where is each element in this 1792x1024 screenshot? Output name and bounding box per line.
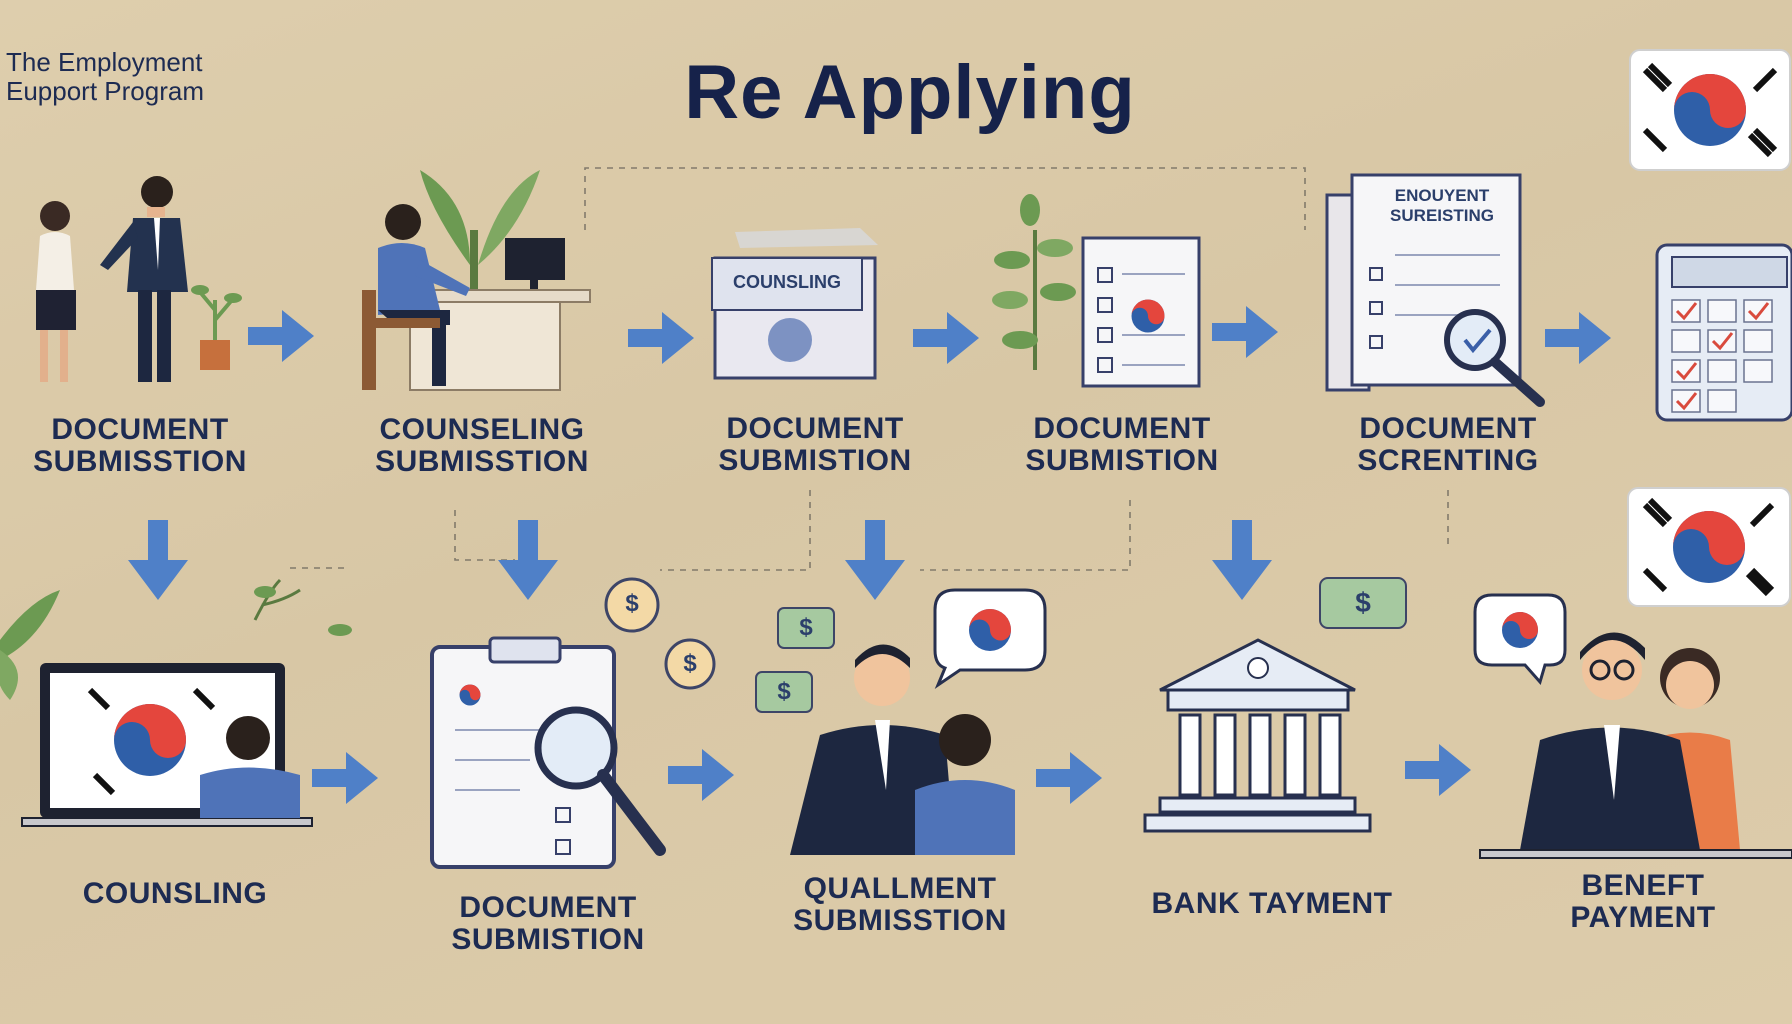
dashed-connectors: [290, 167, 1449, 571]
benefit-couple-illustration: [1473, 593, 1792, 859]
clipboard-icon: [430, 636, 666, 869]
step-label-line2: SUBMISTION: [718, 444, 912, 478]
coin-symbol: $: [1355, 587, 1371, 618]
coin-symbol: $: [799, 614, 813, 641]
counseling-folder-illustration: [711, 228, 878, 380]
step-label: DOCUMENT SUBMISTION: [972, 412, 1272, 478]
program-name-line2: Eupport Program: [6, 75, 204, 106]
screening-doc-title-line1: ENOUYENT: [1394, 186, 1490, 205]
korea-flag-icon: [1629, 49, 1791, 171]
step-label-line2: SUBMISSTION: [375, 445, 589, 479]
coin-symbol: $: [777, 678, 791, 705]
plant-and-document-illustration: [992, 194, 1201, 388]
step-label-line1: DOCUMENT: [1359, 412, 1537, 445]
screening-document-illustration: [1325, 173, 1545, 407]
consultant-meeting-illustration: [790, 588, 1047, 855]
laptop-icon: [0, 578, 352, 827]
step-label-line1: DOCUMENT: [726, 412, 904, 445]
step-label-line1: COUNSELING: [379, 413, 585, 446]
step-label-line1: DOCUMENT: [1033, 412, 1211, 445]
step-label-line2: SCRENTING: [1357, 444, 1539, 478]
step-label: COUNSELING SUBMISSTION: [332, 413, 632, 479]
program-name-line1: The Employment: [6, 47, 203, 77]
step-label-line1: DOCUMENT: [459, 891, 637, 924]
step-label: DOCUMENT SUBMISTION: [665, 412, 965, 478]
step-label-line1: BENEFT: [1581, 869, 1705, 902]
step-label-line1: DOCUMENT: [51, 413, 229, 446]
screening-doc-title: ENOUYENT SUREISTING: [1372, 186, 1512, 227]
coin-symbol: $: [683, 650, 697, 677]
step-label-line1: QUALLMENT: [803, 872, 997, 905]
step-label-line2: SUBMISTION: [451, 923, 645, 957]
step-label: COUNSLING: [25, 877, 325, 910]
calculator-icon: [1655, 243, 1792, 422]
person-at-desk-illustration: [362, 170, 591, 391]
step-label-line2: SUBMISSTION: [33, 445, 247, 479]
korea-flag-icon: [1627, 487, 1791, 607]
people-handshake-illustration: [36, 176, 242, 382]
step-label: DOCUMENT SUBMISSTION: [0, 413, 290, 479]
step-label-line1: BANK TAYMENT: [1151, 887, 1393, 920]
counseling-folder-label: COUNSLING: [733, 272, 841, 292]
bank-icon: [1143, 638, 1372, 833]
step-label: DOCUMENT SCRENTING: [1298, 412, 1598, 478]
step-label-line2: SUBMISTION: [1025, 444, 1219, 478]
program-name: The Employment Eupport Program: [6, 48, 204, 105]
step-label-line2: SUBMISSTION: [793, 904, 1007, 938]
page-title: Re Applying: [684, 50, 1136, 135]
step-label-line2: PAYMENT: [1570, 901, 1716, 935]
coin-symbol: $: [625, 590, 639, 617]
step-label: DOCUMENT SUBMISTION: [398, 891, 698, 957]
screening-doc-title-line2: SUREISTING: [1390, 206, 1494, 226]
step-label: BANK TAYMENT: [1122, 887, 1422, 920]
step-label: QUALLMENT SUBMISSTION: [750, 872, 1050, 938]
coin-icon: [604, 577, 1407, 713]
step-label: BENEFT PAYMENT: [1493, 869, 1792, 935]
step-label-line1: COUNSLING: [82, 877, 268, 910]
